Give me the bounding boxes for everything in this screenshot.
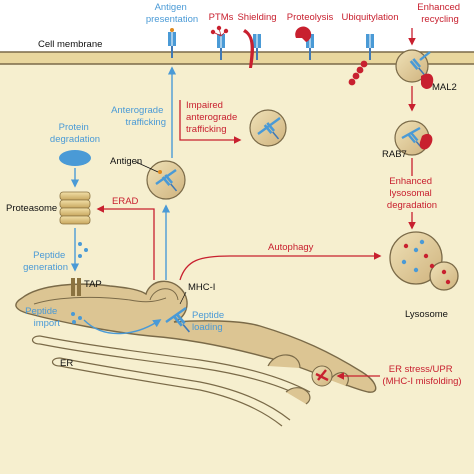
mhc1-label: MHC-I [188,282,215,293]
peptide-import-label: Peptide import [25,306,60,329]
protein-degradation-label: Protein degradation [50,122,100,145]
proteasome-label: Proteasome [6,203,57,214]
lysosome-label: Lysosome [405,309,448,320]
antigen-label: Antigen [110,156,142,167]
autophagy-label: Autophagy [268,242,314,253]
ubiquitin-chain [348,60,368,86]
er-peptides [71,312,82,324]
cell-membrane [0,51,474,65]
stalled-vesicle [249,109,287,147]
ubiquitylation-label: Ubiquitylation [341,12,398,23]
erad-arrow [96,205,155,280]
surface-mhc-proteolysis [295,26,314,60]
peptide-loading-label: Peptide loading [192,310,227,333]
erad-label: ERAD [112,196,139,207]
antigen-vesicle [146,160,186,200]
tap-label: TAP [84,279,102,290]
cell-membrane-label: Cell membrane [38,39,102,50]
misfolded-mhc [311,365,333,387]
endoplasmic-reticulum [15,280,377,427]
surface-mhc-ptms [210,25,229,60]
lysosome [389,231,459,291]
impaired-trafficking-arrow [179,100,242,144]
anterograde-trafficking-label: Anterograde trafficking [111,105,166,128]
er-stress-label: ER stress/UPR (MHC-I misfolding) [382,364,461,387]
er-mhc-bar [165,307,187,323]
impaired-trafficking-label: Impaired anterograde trafficking [186,100,240,135]
peptide-generation-label: Peptide generation [23,250,68,273]
mal2-protein [420,73,434,89]
er-label: ER [60,358,73,369]
surface-mhc-shielding [243,29,261,68]
antigen-leader [135,161,159,173]
ptms-label: PTMs [209,12,234,23]
tap-transporter [71,278,81,296]
enhanced-lysosomal-label: Enhanced lysosomal degradation [387,176,437,211]
proteasome [59,191,91,225]
peptide-to-mhc-arrow [83,319,162,335]
antigen-presentation-label: Antigen presentation [146,2,198,25]
substrate-protein [59,150,91,166]
autophagy-arrow [179,252,382,281]
cytosolic-peptides [78,242,88,258]
shielding-label: Shielding [237,12,276,23]
mal2-label: MAL2 [432,82,457,93]
enhanced-recycling-label: Enhanced recycling [417,2,462,25]
recycling-vesicle [395,49,431,83]
surface-mhc-antigen [168,28,176,58]
proteolysis-label: Proteolysis [287,12,334,23]
mhc1-leader [179,291,187,305]
rab7-protein [419,133,433,150]
rab7-label: RAB7 [382,149,407,160]
